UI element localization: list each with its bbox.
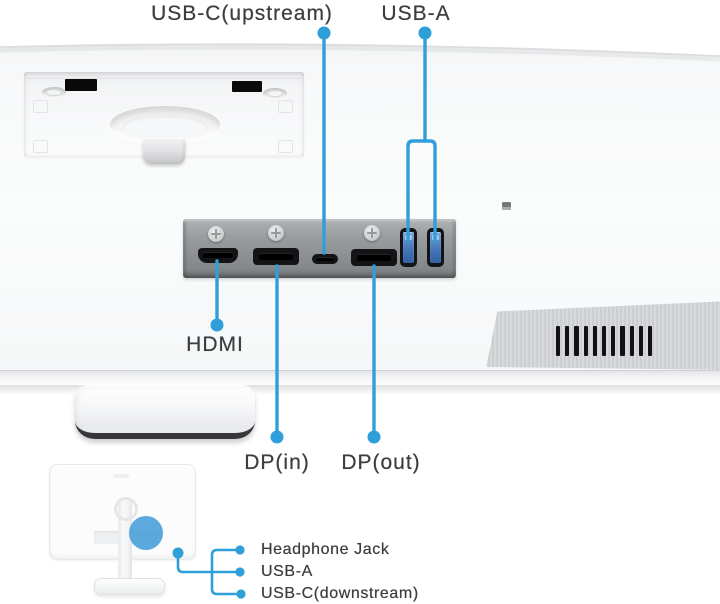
usb-a-bottom-label: USB-A bbox=[261, 563, 313, 580]
dp-out-port-slot bbox=[357, 254, 391, 261]
usb-c-downstream-label: USB-C(downstream) bbox=[261, 585, 419, 602]
screw-hole-right-inner bbox=[267, 89, 283, 98]
stand-release-tab bbox=[143, 138, 185, 164]
usb-a-pins bbox=[405, 235, 412, 240]
vesa-slot-right bbox=[232, 81, 262, 92]
corner-mark-bottom-right bbox=[278, 140, 293, 153]
corner-mark-bottom-left bbox=[33, 140, 48, 153]
usb-a-port-icon bbox=[400, 228, 417, 267]
usb-a-tongue bbox=[403, 232, 414, 263]
usb-a-top-label: USB-A bbox=[381, 2, 451, 25]
inset-vesa-ring bbox=[114, 497, 138, 521]
screw-hole-left bbox=[42, 87, 66, 98]
dp-out-port-icon bbox=[351, 249, 397, 266]
screw-hole-right bbox=[263, 88, 287, 99]
screw-hole-left-inner bbox=[46, 88, 62, 97]
hdmi-label: HDMI bbox=[186, 333, 244, 356]
screw-icon bbox=[208, 226, 224, 242]
monitor-top-edge bbox=[0, 43, 720, 57]
stand-mount-circular-indent bbox=[110, 106, 220, 143]
dp-out-label: DP(out) bbox=[341, 451, 421, 474]
screw-icon bbox=[268, 225, 284, 241]
corner-mark-top-left bbox=[33, 100, 48, 113]
vent-slots bbox=[556, 326, 653, 356]
usb-c-upstream-label: USB-C(upstream) bbox=[151, 2, 333, 25]
usb-c-port-icon bbox=[312, 254, 338, 264]
dp-in-label: DP(in) bbox=[244, 451, 310, 474]
usb-a-tongue bbox=[430, 232, 441, 263]
dp-in-port-icon bbox=[253, 248, 299, 265]
stand-base bbox=[75, 385, 255, 439]
chin-strip bbox=[0, 371, 720, 385]
usb-a-pins bbox=[432, 235, 439, 240]
stand-mount-indent-floor bbox=[122, 115, 208, 139]
inset-highlight-circle bbox=[129, 516, 163, 550]
usb-a-port-icon bbox=[427, 228, 444, 267]
dp-in-port-slot bbox=[259, 253, 293, 260]
corner-mark-top-right bbox=[278, 100, 293, 113]
vesa-slot-left bbox=[65, 79, 97, 91]
kensington-hole-icon bbox=[502, 202, 511, 210]
usb-c-port-slot bbox=[316, 257, 334, 261]
monitor-top-edge-shade bbox=[0, 44, 720, 62]
headphone-jack-label: Headphone Jack bbox=[261, 541, 390, 558]
hdmi-port-icon bbox=[198, 248, 238, 263]
speaker-vent-grille bbox=[486, 301, 720, 370]
chin-seam bbox=[0, 370, 720, 372]
vesa-inner-edge bbox=[26, 78, 302, 79]
inset-stand-base bbox=[94, 578, 165, 595]
ground-shadow bbox=[0, 385, 720, 395]
screw-icon bbox=[364, 225, 380, 241]
hdmi-port-slot bbox=[203, 252, 233, 258]
inset-logo-mark bbox=[113, 474, 129, 478]
